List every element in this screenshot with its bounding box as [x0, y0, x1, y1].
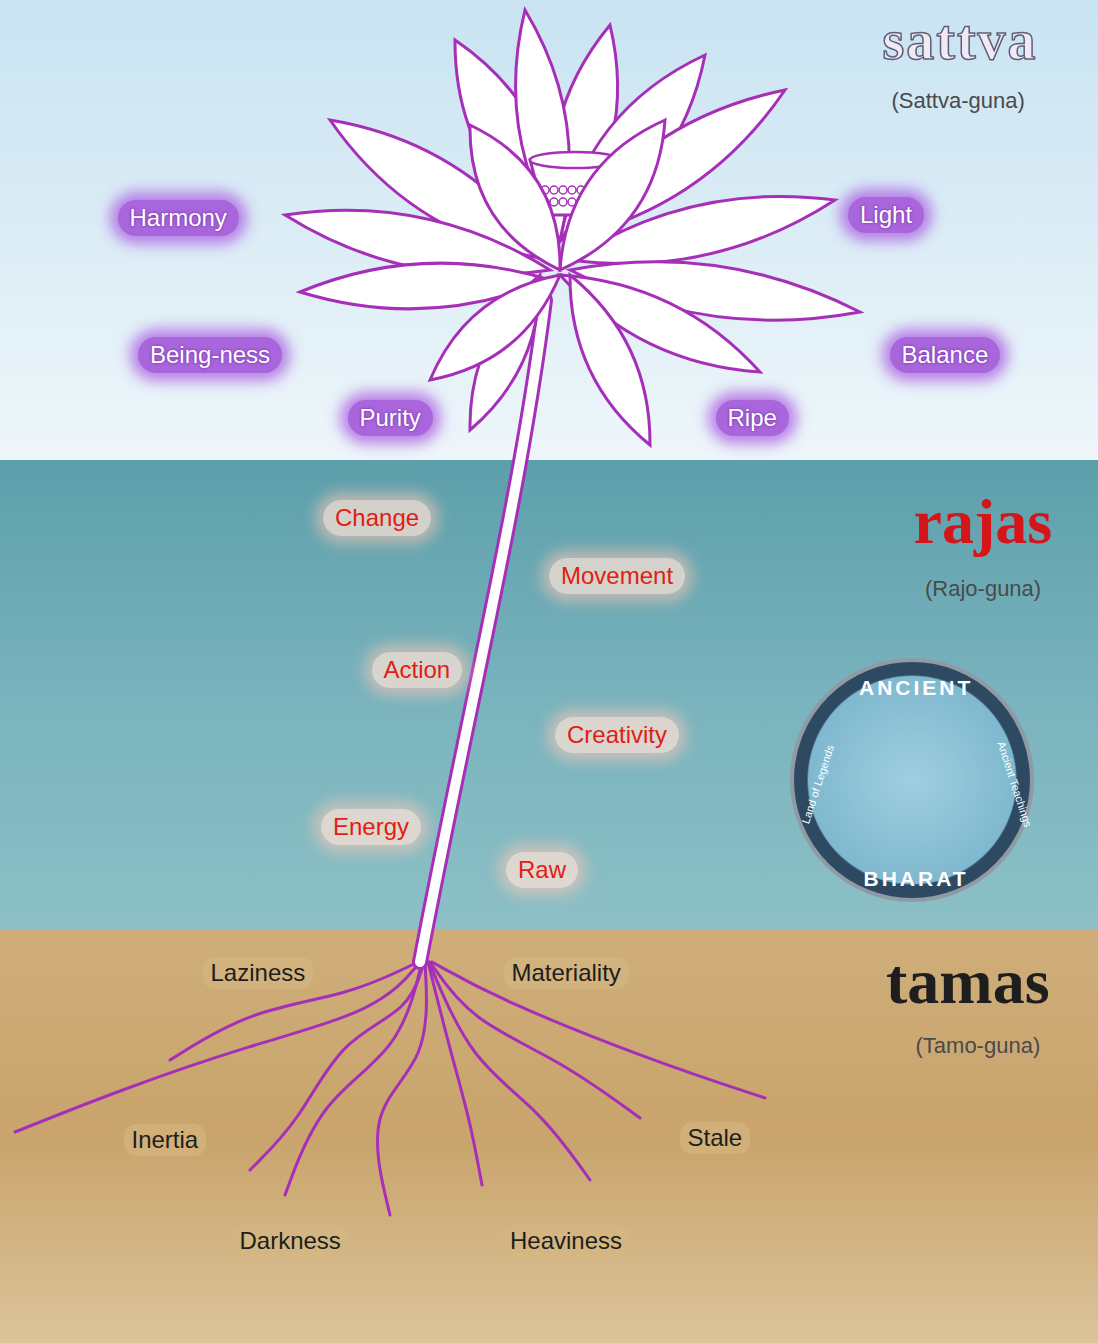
logo-badge: ANCIENT BHARAT Land of Legends Ancient Teac…: [790, 658, 1034, 902]
quality-word: Light: [848, 197, 924, 233]
guna-heading: sattva: [883, 8, 1038, 72]
quality-word: Raw: [506, 852, 578, 888]
root: [250, 962, 424, 1170]
quality-word: Balance: [890, 337, 1001, 373]
quality-word: Energy: [321, 809, 421, 845]
petal: [470, 125, 560, 270]
seed: [559, 186, 567, 194]
seed: [559, 198, 567, 206]
quality-word: Heaviness: [502, 1225, 630, 1257]
quality-word: Purity: [348, 400, 433, 436]
quality-word: Creativity: [555, 717, 679, 753]
quality-word: Materiality: [504, 957, 629, 989]
guna-subtitle: (Sattva-guna): [892, 88, 1025, 113]
petal: [560, 120, 665, 270]
quality-word: Laziness: [203, 957, 314, 989]
logo-text: Ancient Teachings: [994, 740, 1034, 829]
seed: [550, 186, 558, 194]
quality-word: Darkness: [232, 1225, 349, 1257]
seed: [568, 186, 576, 194]
seed: [550, 198, 558, 206]
tamas-band: tamas (Tamo-guna) Laziness MaterialityInert…: [0, 930, 1098, 1343]
quality-word: Being-ness: [138, 337, 282, 373]
guna-heading: tamas: [886, 945, 1050, 1019]
root: [429, 962, 590, 1180]
petal: [430, 275, 560, 380]
soil-band: [0, 930, 1098, 1343]
quality-word: Harmony: [118, 200, 239, 236]
logo-text: BHARAT: [864, 867, 969, 891]
root: [378, 962, 427, 1215]
guna-subtitle: (Tamo-guna): [916, 1033, 1041, 1058]
roots: [15, 962, 765, 1215]
water-band: [0, 460, 1098, 930]
sattva-band: sattva (Sattva-guna) Harmony LightBeing-nes…: [0, 0, 1098, 460]
quality-word: Stale: [680, 1122, 751, 1154]
quality-word: Ripe: [716, 400, 789, 436]
guna-heading: rajas: [914, 485, 1053, 559]
petal: [570, 275, 650, 445]
quality-word: Change: [323, 500, 431, 536]
logo-text: ANCIENT: [859, 676, 973, 700]
quality-word: Inertia: [124, 1124, 207, 1156]
rajas-band: rajas (Rajo-guna) ChangeMovementActionCrea…: [0, 460, 1098, 930]
logo-text: Land of Legends: [799, 743, 836, 825]
sky-band: [0, 0, 1098, 460]
quality-word: Action: [372, 652, 463, 688]
quality-word: Movement: [549, 558, 685, 594]
lotus-flower: [285, 10, 860, 445]
guna-subtitle: (Rajo-guna): [925, 576, 1041, 601]
